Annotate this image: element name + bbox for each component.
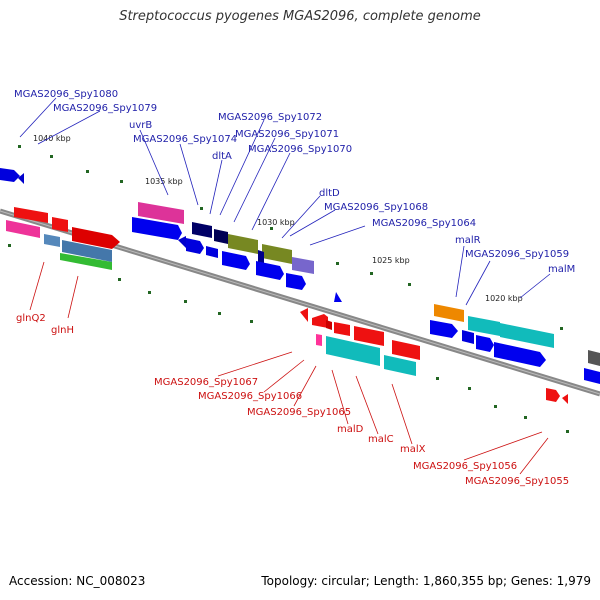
gene-arrow xyxy=(60,253,112,270)
gene-label[interactable]: MGAS2096_Spy1066 xyxy=(198,391,302,402)
gene-label[interactable]: MGAS2096_Spy1067 xyxy=(154,377,258,388)
gene-label[interactable]: MGAS2096_Spy1055 xyxy=(465,476,569,487)
gene-arrow xyxy=(292,257,314,274)
gene-arrow xyxy=(72,227,120,249)
scale-ticks xyxy=(8,145,569,433)
forward-gene-labels: MGAS2096_Spy1080 MGAS2096_Spy1079 uvrB M… xyxy=(14,89,575,275)
kbp-label: 1035 kbp xyxy=(145,177,183,186)
forward-callouts xyxy=(19,97,551,306)
gene-arrow xyxy=(62,240,112,262)
gene-arrow xyxy=(312,314,328,328)
gene-arrow xyxy=(178,236,186,248)
gene-arrow xyxy=(588,350,600,366)
gene-arrow xyxy=(44,234,60,247)
gene-arrow xyxy=(222,251,250,270)
kbp-label: 1020 kbp xyxy=(485,294,523,303)
gene-label[interactable]: glnH xyxy=(51,325,74,336)
kbp-markers: 1040 kbp 1035 kbp 1030 kbp 1025 kbp 1020… xyxy=(33,134,523,303)
gene-arrow xyxy=(300,308,308,322)
gene-label[interactable]: malD xyxy=(337,424,364,435)
gene-arrow xyxy=(186,238,204,254)
gene-arrow xyxy=(384,355,416,376)
gene-arrow xyxy=(6,220,40,238)
gene-label[interactable]: malR xyxy=(455,235,481,246)
gene-label[interactable]: MGAS2096_Spy1072 xyxy=(218,112,322,123)
gene-arrow xyxy=(354,326,384,346)
gene-arrow xyxy=(18,173,24,184)
gene-arrow xyxy=(326,336,380,366)
gene-label[interactable]: MGAS2096_Spy1065 xyxy=(247,407,351,418)
gene-label[interactable]: dltD xyxy=(319,188,340,199)
gene-label[interactable]: malX xyxy=(400,444,426,455)
gene-arrow xyxy=(334,292,342,302)
accession-text: Accession: NC_008023 xyxy=(9,574,146,588)
gene-arrow xyxy=(476,335,494,352)
gene-arrow xyxy=(392,340,420,360)
gene-arrow xyxy=(14,207,48,223)
gene-label[interactable]: MGAS2096_Spy1064 xyxy=(372,218,476,229)
gene-label[interactable]: MGAS2096_Spy1070 xyxy=(248,144,352,155)
kbp-label: 1025 kbp xyxy=(372,256,410,265)
reverse-gene-labels: glnQ2 glnH MGAS2096_Spy1067 MGAS2096_Spy… xyxy=(16,313,569,487)
gene-arrow xyxy=(462,330,474,344)
gene-arrow xyxy=(434,304,464,322)
gene-arrow xyxy=(546,388,560,402)
gene-arrow xyxy=(214,229,228,244)
gene-arrow xyxy=(500,323,554,348)
gene-label[interactable]: uvrB xyxy=(129,120,152,131)
gene-arrow xyxy=(0,168,20,182)
gene-arrow xyxy=(256,261,284,280)
gene-label[interactable]: MGAS2096_Spy1074 xyxy=(133,134,237,145)
reverse-genes xyxy=(300,292,568,404)
gene-label[interactable]: MGAS2096_Spy1080 xyxy=(14,89,118,100)
gene-arrow xyxy=(316,334,322,346)
gene-label[interactable]: malC xyxy=(368,434,394,445)
gene-arrow xyxy=(584,368,600,384)
gene-arrow xyxy=(192,222,212,238)
gene-label[interactable]: MGAS2096_Spy1059 xyxy=(465,249,569,260)
gene-arrow xyxy=(562,394,568,404)
gene-label[interactable]: MGAS2096_Spy1056 xyxy=(413,461,517,472)
gene-arrow xyxy=(430,320,458,338)
gene-arrow xyxy=(228,234,258,254)
gene-arrow xyxy=(138,202,184,224)
map-title: Streptococcus pyogenes MGAS2096, complet… xyxy=(119,9,481,24)
gene-label[interactable]: dltA xyxy=(212,151,232,162)
reverse-callouts xyxy=(29,261,549,475)
gene-arrow xyxy=(326,320,332,330)
gene-arrow xyxy=(334,322,350,336)
gene-arrow xyxy=(206,246,218,258)
gene-label[interactable]: MGAS2096_Spy1071 xyxy=(235,129,339,140)
gene-arrow xyxy=(262,244,292,264)
gene-arrow xyxy=(132,217,182,240)
kbp-label: 1030 kbp xyxy=(257,218,295,227)
gene-arrow xyxy=(286,273,306,290)
gene-label[interactable]: MGAS2096_Spy1068 xyxy=(324,202,428,213)
gene-arrow xyxy=(258,250,264,264)
kbp-label: 1040 kbp xyxy=(33,134,71,143)
gene-label[interactable]: glnQ2 xyxy=(16,313,46,324)
genome-summary-text: Topology: circular; Length: 1,860,355 bp… xyxy=(261,574,591,588)
gene-arrow xyxy=(52,217,68,232)
gene-arrow xyxy=(468,316,500,336)
gene-arrow xyxy=(494,342,546,367)
forward-genes xyxy=(0,168,600,384)
gene-label[interactable]: malM xyxy=(548,264,575,275)
gene-label[interactable]: MGAS2096_Spy1079 xyxy=(53,103,157,114)
